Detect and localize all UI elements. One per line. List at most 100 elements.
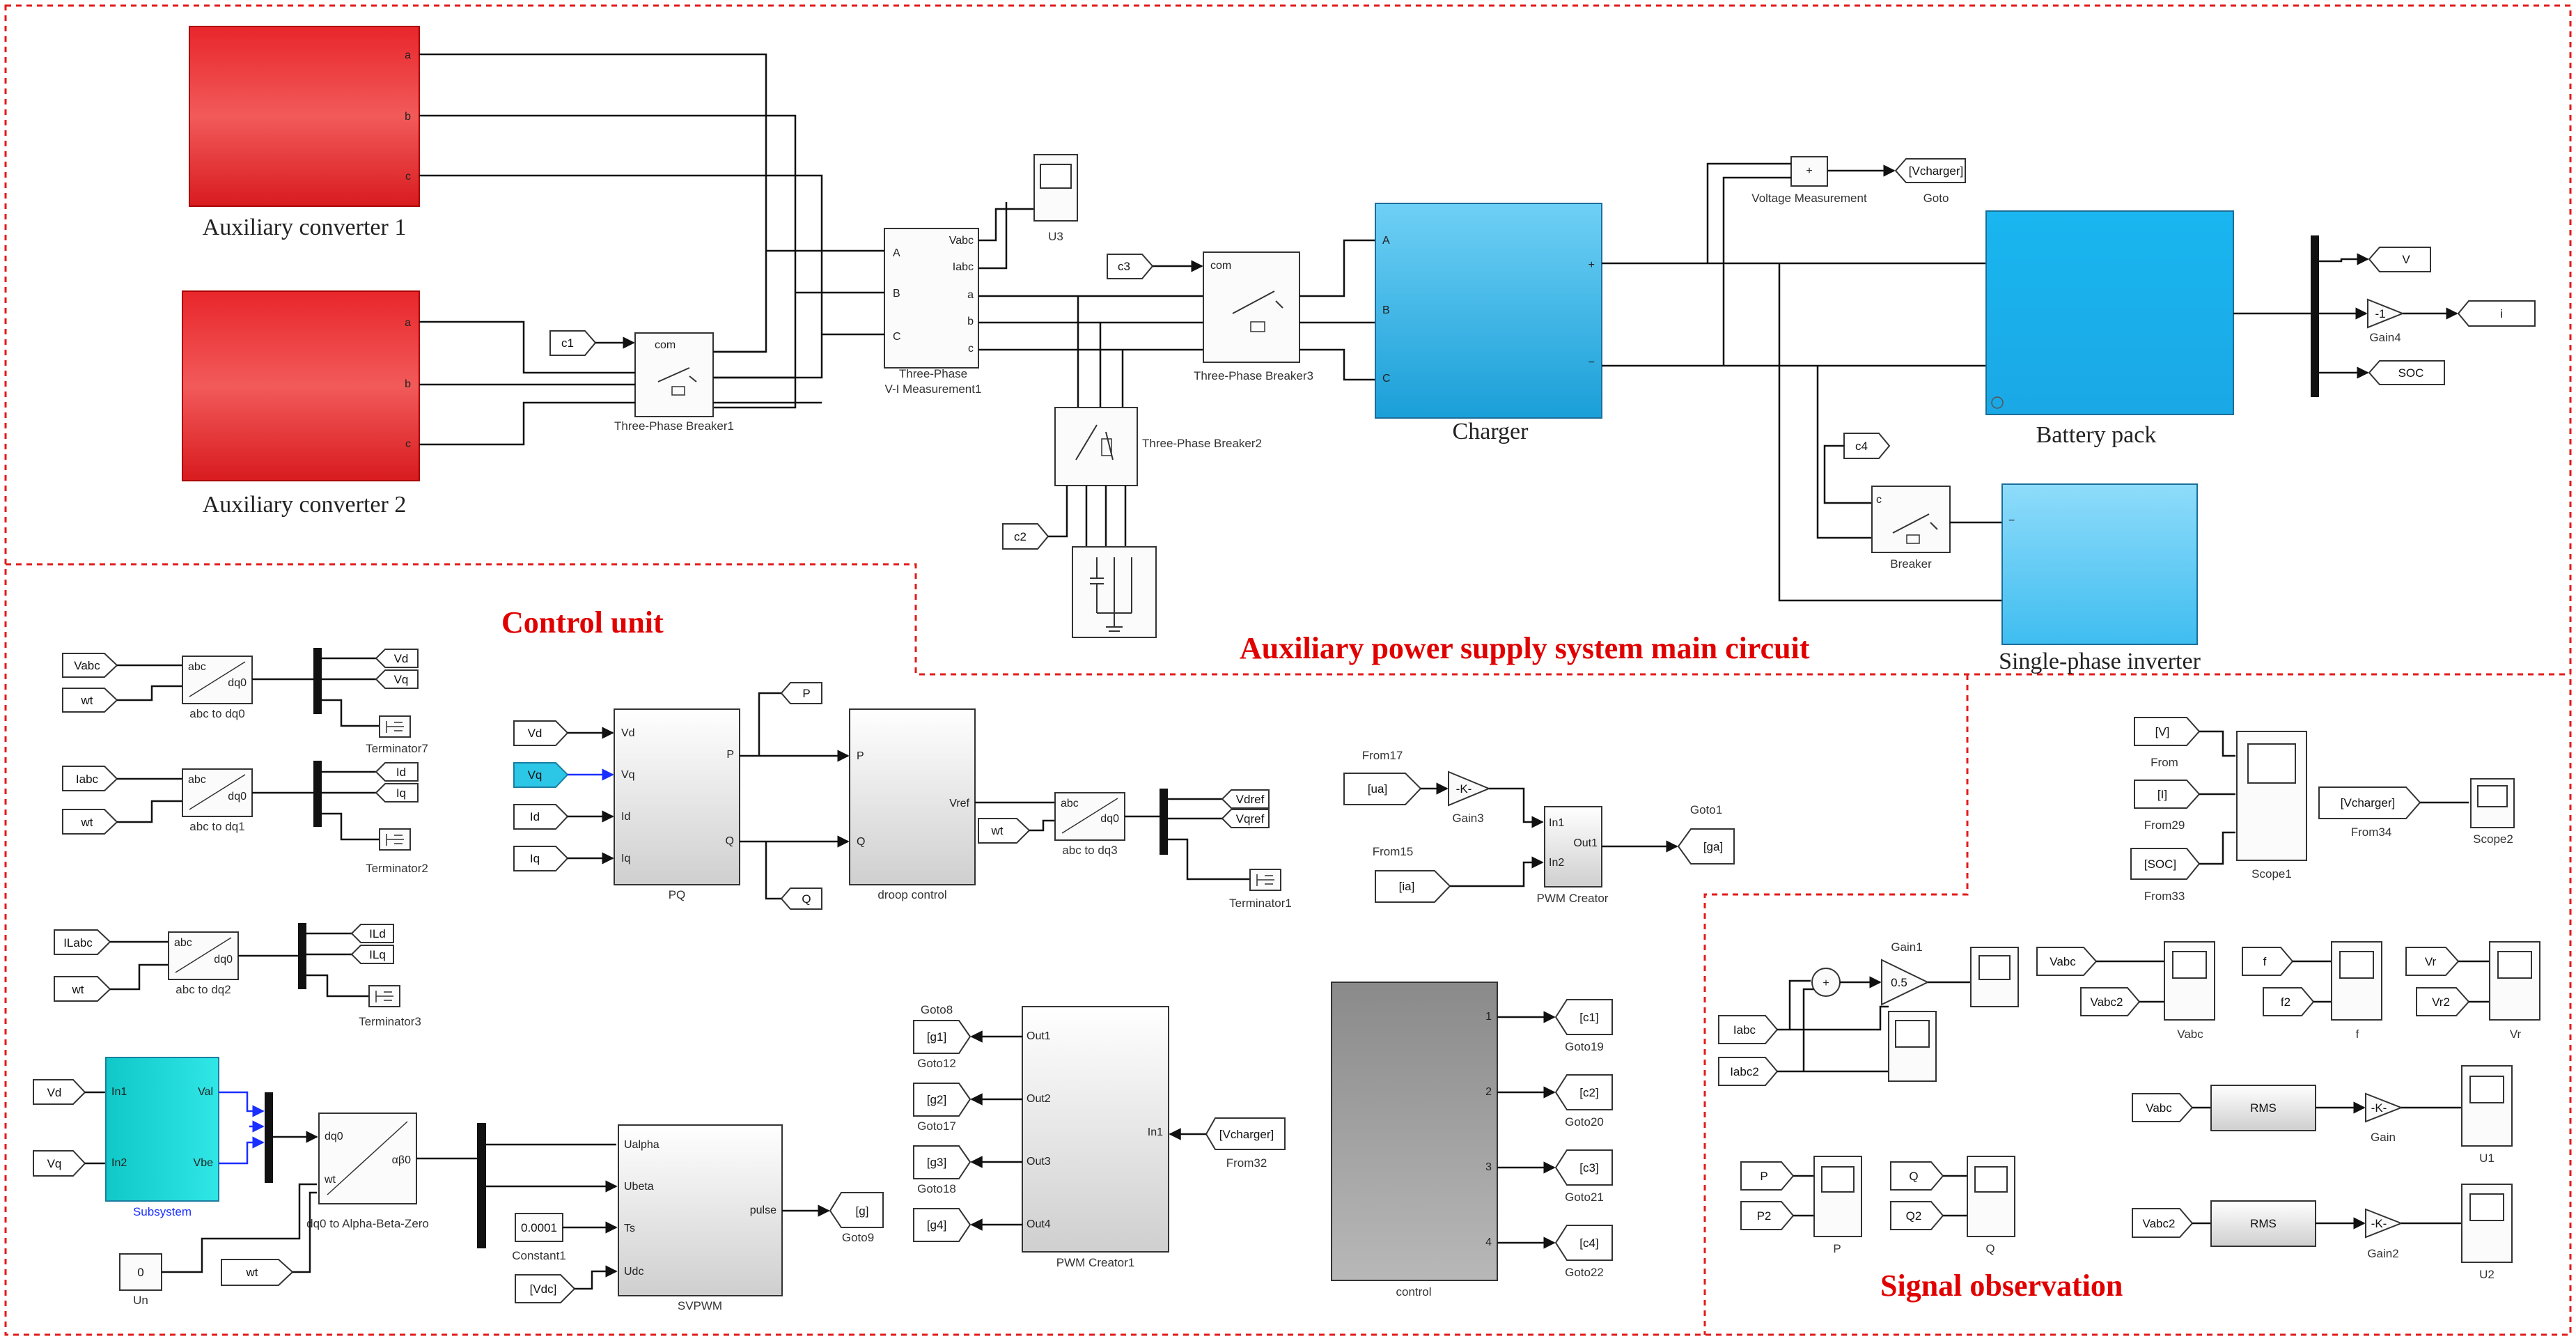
scope2[interactable]	[2470, 778, 2515, 828]
from-vr2[interactable]: Vr2	[2416, 987, 2470, 1016]
from-c3[interactable]: c3	[1107, 254, 1154, 279]
terminator-3[interactable]	[368, 985, 400, 1007]
gain1-block[interactable]: 0.5	[1881, 959, 1930, 1006]
from-wt-0[interactable]: wt	[62, 688, 118, 713]
scope-iabc[interactable]	[1888, 1011, 1937, 1082]
goto-c3[interactable]: [c3]	[1554, 1149, 1613, 1186]
from-wt-sub[interactable]: wt	[221, 1259, 294, 1286]
goto-id[interactable]: Id	[375, 762, 419, 782]
goto-soc[interactable]: SOC	[2368, 360, 2445, 385]
from-iabc[interactable]: Iabc	[62, 766, 118, 791]
subsystem-block[interactable]: In1 In2 Val Vbe	[105, 1057, 219, 1202]
from15[interactable]: [ia]	[1375, 870, 1451, 903]
breaker-single[interactable]: c	[1871, 486, 1951, 553]
goto-g3[interactable]: [g3]	[913, 1145, 971, 1179]
from-q2[interactable]: Q2	[1890, 1201, 1944, 1230]
voltage-measurement[interactable]: +	[1790, 156, 1828, 187]
from32[interactable]: [Vcharger]	[1205, 1117, 1286, 1150]
gain2-block[interactable]: -K-	[2365, 1208, 2403, 1239]
battery-pack-block[interactable]	[1985, 210, 2234, 415]
scope-p[interactable]	[1813, 1156, 1862, 1237]
scope-vr[interactable]	[2489, 941, 2540, 1021]
terminator-7[interactable]	[379, 715, 411, 738]
rlc-load[interactable]	[1072, 546, 1157, 638]
goto-g[interactable]: [g]	[829, 1192, 884, 1228]
from-pq-iq[interactable]: Iq	[513, 846, 569, 871]
pq-block[interactable]: Vd Vq Id Iq P Q	[614, 708, 740, 885]
abc-to-dq0-block[interactable]: abc dq0	[182, 656, 253, 704]
auxiliary-converter-1[interactable]: a b c	[189, 26, 420, 207]
scope-u3[interactable]	[1033, 154, 1078, 222]
constant1[interactable]: 0.0001	[515, 1213, 563, 1242]
droop-control-block[interactable]: P Q Vref	[849, 708, 976, 885]
from-v[interactable]: [V]	[2134, 717, 2201, 746]
from-wt-2[interactable]: wt	[54, 976, 111, 1002]
gain4-block[interactable]: -1	[2367, 298, 2405, 329]
svpwm-block[interactable]: Ualpha Ubeta Ts Udc pulse	[618, 1124, 783, 1296]
from-p[interactable]: P	[1740, 1161, 1795, 1191]
from-sub-vd[interactable]: Vd	[33, 1079, 86, 1105]
from-sub-vq[interactable]: Vq	[33, 1150, 86, 1177]
goto-g2[interactable]: [g2]	[913, 1083, 971, 1117]
goto-ilq[interactable]: ILq	[350, 945, 394, 964]
sum-block[interactable]: +	[1811, 968, 1841, 997]
from-vr[interactable]: Vr	[2405, 947, 2460, 976]
goto-q[interactable]: Q	[780, 887, 822, 910]
from-f[interactable]: f	[2242, 947, 2294, 976]
from-rms-vabc[interactable]: Vabc	[2132, 1093, 2194, 1122]
from-ilabc[interactable]: ILabc	[54, 929, 111, 955]
from-wt-3[interactable]: wt	[978, 818, 1031, 844]
scope-u2[interactable]	[2461, 1184, 2513, 1263]
from-p2[interactable]: P2	[1740, 1201, 1795, 1230]
from17[interactable]: [ua]	[1343, 773, 1422, 805]
from-vdc[interactable]: [Vdc]	[515, 1274, 576, 1303]
from-iabc2-sig[interactable]: Iabc2	[1718, 1057, 1779, 1086]
single-phase-inverter-block[interactable]: −	[2001, 483, 2198, 645]
from-pq-id[interactable]: Id	[513, 804, 569, 830]
rms-block-2[interactable]: RMS	[2210, 1200, 2316, 1247]
goto-v[interactable]: V	[2368, 247, 2431, 272]
goto-ild[interactable]: ILd	[350, 924, 394, 943]
goto-iq[interactable]: Iq	[375, 783, 419, 803]
gain3-block[interactable]: -K-	[1448, 770, 1491, 807]
from-c1[interactable]: c1	[549, 330, 597, 356]
from-soc[interactable]: [SOC]	[2130, 848, 2201, 880]
scope-q[interactable]	[1967, 1156, 2015, 1237]
goto-vq[interactable]: Vq	[375, 669, 419, 689]
goto-c2[interactable]: [c2]	[1554, 1074, 1613, 1110]
from-vabc-sig[interactable]: Vabc	[2036, 947, 2098, 976]
three-phase-breaker-3[interactable]: com	[1203, 251, 1300, 363]
goto-i[interactable]: i	[2457, 300, 2536, 327]
abc-to-dq2-block[interactable]: abc dq0	[168, 931, 239, 980]
from-vabc[interactable]: Vabc	[62, 653, 118, 678]
from-q[interactable]: Q	[1890, 1161, 1944, 1191]
dq0-to-alpha-beta-block[interactable]: dq0 wt αβ0	[318, 1113, 417, 1204]
goto-vdref[interactable]: Vdref	[1221, 789, 1270, 809]
from-rms-vabc2[interactable]: Vabc2	[2132, 1208, 2194, 1238]
from-vabc2-sig[interactable]: Vabc2	[2080, 987, 2141, 1016]
from-f2[interactable]: f2	[2263, 987, 2315, 1016]
from-i[interactable]: [I]	[2134, 780, 2201, 809]
goto-vd[interactable]: Vd	[375, 649, 419, 668]
scope-gain1[interactable]	[1970, 947, 2019, 1007]
from34[interactable]: [Vcharger]	[2318, 786, 2421, 819]
goto-c4[interactable]: [c4]	[1554, 1225, 1613, 1261]
from-c4[interactable]: c4	[1843, 433, 1891, 459]
abc-to-dq3-block[interactable]: abc dq0	[1054, 792, 1125, 841]
charger-block[interactable]: A B C + −	[1375, 203, 1602, 419]
three-phase-breaker-1[interactable]: com	[634, 332, 714, 417]
three-phase-breaker-2[interactable]	[1054, 407, 1138, 486]
scope-vabc[interactable]	[2164, 941, 2215, 1021]
auxiliary-converter-2[interactable]: a b c	[182, 290, 420, 481]
three-phase-vi-measurement[interactable]: A B C Vabc Iabc a b c	[884, 228, 979, 369]
goto-ga[interactable]: [ga]	[1677, 828, 1735, 865]
from-pq-vd[interactable]: Vd	[513, 720, 569, 746]
goto-c1[interactable]: [c1]	[1554, 999, 1613, 1035]
from-wt-1[interactable]: wt	[62, 809, 118, 835]
goto-p[interactable]: P	[780, 682, 822, 704]
goto-vcharger[interactable]: [Vcharger]	[1894, 158, 1966, 183]
from-pq-vq[interactable]: Vq	[513, 762, 569, 788]
pwm-creator-block[interactable]: In1 In2 Out1	[1544, 806, 1602, 887]
goto-g4[interactable]: [g4]	[913, 1208, 971, 1242]
from-iabc-sig[interactable]: Iabc	[1718, 1015, 1779, 1044]
